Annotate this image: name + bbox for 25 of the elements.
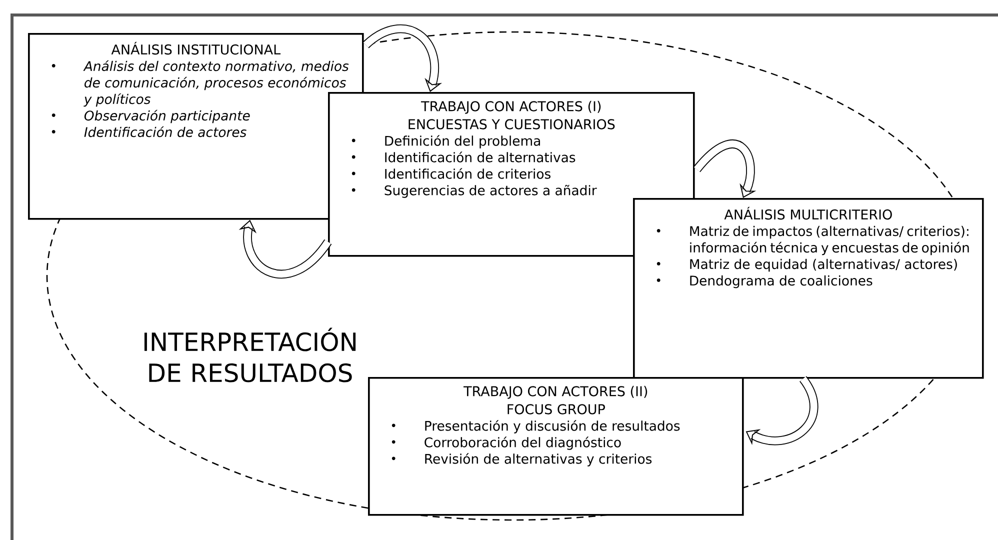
region-label: INTERPRETACIÓN DE RESULTADOS <box>144 328 356 382</box>
box-heading: ENCUESTAS Y CUESTIONARIOS <box>408 119 615 130</box>
bullet-item: Matriz de impactos (alternativas/ criterios): información técnica y encuestas de opinión <box>656 226 969 256</box>
process-box <box>633 198 984 379</box>
bullet-item: Identificación de actores <box>52 126 246 138</box>
box-heading: FOCUS GROUP <box>508 404 605 414</box>
bullet-item: Sugerencias de actores a añadir <box>352 184 597 198</box>
bullet-item: Observación participante <box>52 110 250 124</box>
bullet-item: Presentación y discusión de resultados <box>392 420 680 434</box>
box-heading: ANÁLISIS INSTITUCIONAL <box>111 42 281 55</box>
process-box <box>368 377 744 516</box>
bullet-item: Corroboración del diagnóstico <box>392 436 621 450</box>
box-heading: TRABAJO CON ACTORES (I) <box>421 100 601 114</box>
bullet-item: Análisis del contexto normativo, medios de comunicación, procesos económicos y políticos <box>52 60 349 107</box>
process-box <box>28 33 364 220</box>
bullet-item: Identificación de criterios <box>352 168 550 179</box>
curved-arrow <box>694 140 756 198</box>
bullet-item: Identificación de alternativas <box>352 152 576 162</box>
bullet-item: Definición del problema <box>352 135 540 148</box>
bullet-item: Revisión de alternativas y criterios <box>392 453 652 466</box>
box-heading: TRABAJO CON ACTORES (II) <box>464 386 648 399</box>
box-heading: ANÁLISIS MULTICRITERIO <box>724 206 892 220</box>
bullet-item: Matriz de equidad (alternativas/ actores) <box>656 258 957 272</box>
bullet-item: Dendograma de coaliciones <box>656 275 872 288</box>
curved-arrow <box>363 24 442 92</box>
